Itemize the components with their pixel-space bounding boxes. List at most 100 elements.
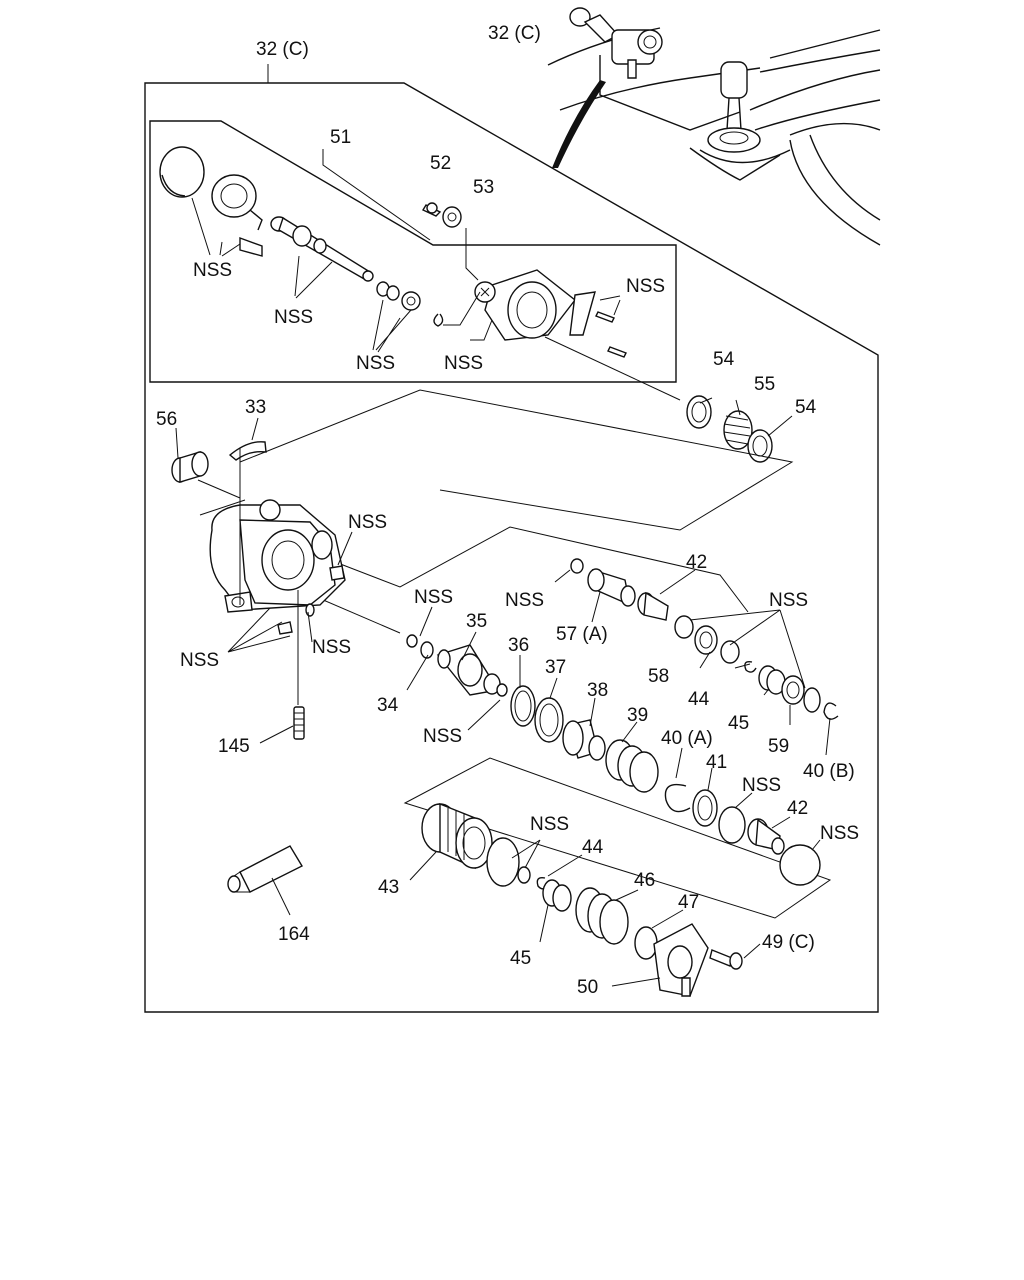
seal-33-icon (228, 441, 267, 461)
seal-41-icon (692, 789, 718, 827)
washer-53-icon (442, 206, 462, 228)
oring-34-icon (406, 634, 434, 659)
spring-45b-icon (542, 879, 572, 912)
label-nss-51c: NSS (356, 353, 395, 374)
label-nss-body-a: NSS (348, 512, 387, 533)
label-44a: 44 (688, 689, 710, 710)
label-39: 39 (627, 705, 648, 726)
label-36: 36 (508, 635, 529, 656)
label-56: 56 (156, 409, 177, 430)
washer-54-right-icon (747, 429, 773, 463)
oring-right-a-icon (674, 615, 694, 639)
snap-ring-40b-icon (823, 702, 839, 720)
bolt-52-icon (421, 202, 442, 217)
label-44b: 44 (582, 837, 604, 858)
label-47: 47 (678, 892, 699, 913)
piston-38-icon (562, 719, 606, 761)
oring-nss-43-icon (486, 837, 520, 887)
label-nss-34: NSS (423, 726, 462, 747)
label-59: 59 (768, 736, 789, 757)
label-nss-body-c: NSS (312, 637, 351, 658)
label-nss-51b: NSS (274, 307, 313, 328)
label-54b: 54 (795, 397, 817, 418)
label-52: 52 (430, 153, 451, 174)
label-45b: 45 (510, 948, 531, 969)
leader-lines-51 (191, 64, 681, 401)
label-51: 51 (330, 127, 351, 148)
label-57a: 57 (A) (556, 624, 608, 645)
label-54a: 54 (713, 349, 735, 370)
label-nss-34top: NSS (414, 587, 453, 608)
cap-59-icon (781, 675, 805, 705)
valve-body-51-icon (474, 269, 627, 358)
label-38: 38 (587, 680, 608, 701)
oring-nss-57-icon (570, 558, 584, 574)
label-nss-51e: NSS (626, 276, 665, 297)
spring-55-icon (723, 410, 753, 450)
sub-assembly-frame (149, 120, 677, 383)
label-32c-right: 32 (C) (488, 23, 541, 44)
label-35: 35 (466, 611, 487, 632)
label-46: 46 (634, 870, 655, 891)
part-labels: 32 (C) 32 (C) 51 52 53 NSS NSS NSS NSS N… (156, 23, 859, 998)
label-42a: 42 (686, 552, 707, 573)
label-nss-43: NSS (530, 814, 569, 835)
label-41: 41 (706, 752, 727, 773)
label-nss-51a: NSS (193, 260, 232, 281)
bushing-56-icon (171, 451, 241, 499)
label-nss-42: NSS (820, 823, 859, 844)
ring-36-icon (510, 685, 536, 727)
oring-nss-43b-icon (517, 866, 531, 884)
ring-37-icon (534, 697, 564, 743)
oring-nss-41-icon (718, 806, 746, 844)
spring-46-icon (575, 887, 629, 945)
cover-50-icon (653, 923, 709, 997)
valve-housing-cap-icon (159, 146, 263, 257)
spring-39-icon (605, 739, 659, 793)
label-49c: 49 (C) (762, 932, 815, 953)
label-32c-top: 32 (C) (256, 39, 309, 60)
gear-housing-icon (209, 448, 346, 705)
label-53: 53 (473, 177, 494, 198)
label-58: 58 (648, 666, 669, 687)
label-nss-41: NSS (742, 775, 781, 796)
label-42b: 42 (787, 798, 808, 819)
small-seals-icon (376, 281, 444, 327)
plug-42a-icon (637, 591, 669, 621)
snap-ring-40a-icon (664, 783, 691, 813)
label-nss-body-b: NSS (180, 650, 219, 671)
oring-nss-42-icon (779, 844, 821, 886)
clip-44a-icon (744, 660, 757, 673)
oring-right-c-icon (803, 687, 821, 713)
label-40b: 40 (B) (803, 761, 855, 782)
bolt-49c-icon (709, 949, 743, 970)
label-34: 34 (377, 695, 399, 716)
label-37: 37 (545, 657, 566, 678)
spring-45a-icon (758, 665, 786, 695)
label-50: 50 (577, 977, 598, 998)
valve-shaft-icon (270, 216, 374, 282)
valve-57a-icon (587, 568, 636, 607)
seal-58-icon (694, 625, 718, 655)
pinion-35-icon (436, 644, 508, 697)
cylinder-43-icon (421, 802, 493, 870)
label-nss-57: NSS (505, 590, 544, 611)
label-164: 164 (278, 924, 310, 945)
label-nss-51d: NSS (444, 353, 483, 374)
label-55: 55 (754, 374, 775, 395)
vehicle-overview-icon (547, 7, 881, 246)
outer-frame (144, 82, 879, 1013)
label-nss-right: NSS (769, 590, 808, 611)
stud-145-icon (293, 706, 305, 740)
gasket-47-icon (634, 926, 658, 960)
washer-54-left-icon (686, 395, 712, 429)
label-43: 43 (378, 877, 399, 898)
oring-right-b-icon (720, 640, 740, 664)
leader-lines-main (175, 397, 831, 987)
label-40a: 40 (A) (661, 728, 713, 749)
grease-tube-164-icon (227, 845, 303, 893)
label-45a: 45 (728, 713, 749, 734)
plug-42b-icon (747, 818, 785, 855)
label-145: 145 (218, 736, 250, 757)
